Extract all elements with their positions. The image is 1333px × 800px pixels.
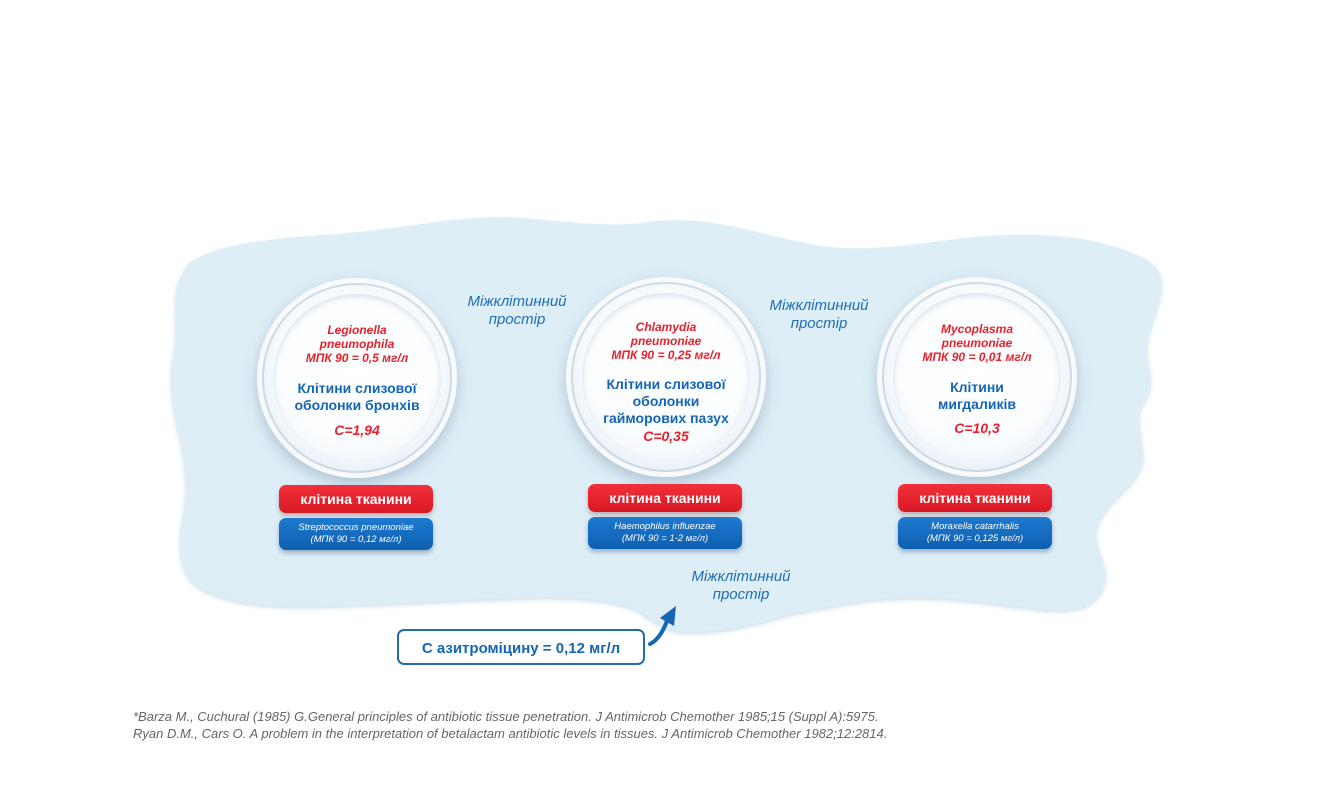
- bacteria-name: Haemophilus influenzae: [614, 521, 716, 532]
- cell-membrane: [582, 293, 750, 461]
- organism-mic: МПК 90 = 0,25 мг/л: [611, 348, 721, 362]
- tissue-name: мигдаликів: [938, 396, 1016, 412]
- cell-concentration: С=10,3: [877, 420, 1077, 437]
- cell-concentration: С=1,94: [257, 422, 457, 439]
- tissue-name: Клітини слизової: [297, 380, 417, 396]
- organism-name: Mycoplasma: [940, 322, 1014, 336]
- concentration-value: С=10,3: [954, 420, 1000, 436]
- tissue-cell-pill: клітина тканини: [588, 484, 742, 512]
- bacteria-pill: Moraxella catarrhalis (МПК 90 = 0,125 мг…: [898, 517, 1052, 549]
- azithromycin-concentration-box: С азитроміцину = 0,12 мг/л: [397, 629, 645, 665]
- bacteria-pill: Streptococcus pneumoniae (МПК 90 = 0,12 …: [279, 518, 433, 550]
- arrow-up-right-icon: [648, 606, 676, 646]
- footnote-reference: Ryan D.M., Cars O. A problem in the inte…: [133, 726, 888, 741]
- tissue-cell-bronchial: Legionella pneumophila МПК 90 = 0,5 мг/л…: [257, 278, 457, 478]
- concentration-value: С=1,94: [334, 422, 380, 438]
- bacteria-mic: (МПК 90 = 0,12 мг/л): [310, 534, 402, 545]
- tissue-cell-pill: клітина тканини: [279, 485, 433, 513]
- organism-name: Legionella: [327, 323, 387, 337]
- intercellular-space-label: Міжклітинний простір: [769, 297, 869, 332]
- bacteria-pill: Haemophilus influenzae (МПК 90 = 1-2 мг/…: [588, 517, 742, 549]
- cell-membrane: [893, 293, 1061, 461]
- cell-organism: Legionella pneumophila МПК 90 = 0,5 мг/л: [257, 323, 457, 365]
- tissue-cell-pill: клітина тканини: [898, 484, 1052, 512]
- organism-name: pneumophila: [319, 337, 395, 351]
- concentration-value: С=0,35: [643, 428, 689, 444]
- bacteria-name: Streptococcus pneumoniae: [298, 522, 414, 533]
- organism-name: pneumoniae: [941, 336, 1013, 350]
- organism-name: Chlamydia: [635, 320, 697, 334]
- bacteria-mic: (МПК 90 = 1-2 мг/л): [621, 533, 709, 544]
- cell-organism: Chlamydia pneumoniae МПК 90 = 0,25 мг/л: [566, 320, 766, 362]
- organism-mic: МПК 90 = 0,01 мг/л: [922, 350, 1032, 364]
- tissue-cell-tonsil: Mycoplasma pneumoniae МПК 90 = 0,01 мг/л…: [877, 277, 1077, 477]
- organism-mic: МПК 90 = 0,5 мг/л: [305, 351, 409, 365]
- cell-membrane: [273, 294, 441, 462]
- footnote-reference: *Barza M., Cuchural (1985) G.General pri…: [133, 709, 879, 724]
- cell-tissue: Клітини слизової оболонки гайморових паз…: [566, 376, 766, 427]
- bacteria-mic: (МПК 90 = 0,125 мг/л): [926, 533, 1024, 544]
- bacteria-name: Moraxella catarrhalis: [931, 521, 1019, 532]
- cell-concentration: С=0,35: [566, 428, 766, 445]
- footnote: *Barza M., Cuchural (1985) G.General pri…: [133, 708, 1233, 742]
- tissue-name: оболонки: [632, 393, 700, 409]
- tissue-name: Клітини слизової: [606, 376, 726, 392]
- tissue-name: гайморових пазух: [603, 410, 729, 426]
- cell-tissue: Клітини мигдаликів: [877, 379, 1077, 413]
- tissue-name: Клітини: [950, 379, 1004, 395]
- intercellular-space-label: Міжклітинний простір: [467, 293, 567, 328]
- organism-name: pneumoniae: [630, 334, 702, 348]
- tissue-cell-sinus: Chlamydia pneumoniae МПК 90 = 0,25 мг/л …: [566, 277, 766, 477]
- cell-tissue: Клітини слизової оболонки бронхів: [257, 380, 457, 414]
- tissue-name: оболонки бронхів: [294, 397, 420, 413]
- cell-organism: Mycoplasma pneumoniae МПК 90 = 0,01 мг/л: [877, 322, 1077, 364]
- intercellular-space-label: Міжклітинний простір: [691, 568, 791, 603]
